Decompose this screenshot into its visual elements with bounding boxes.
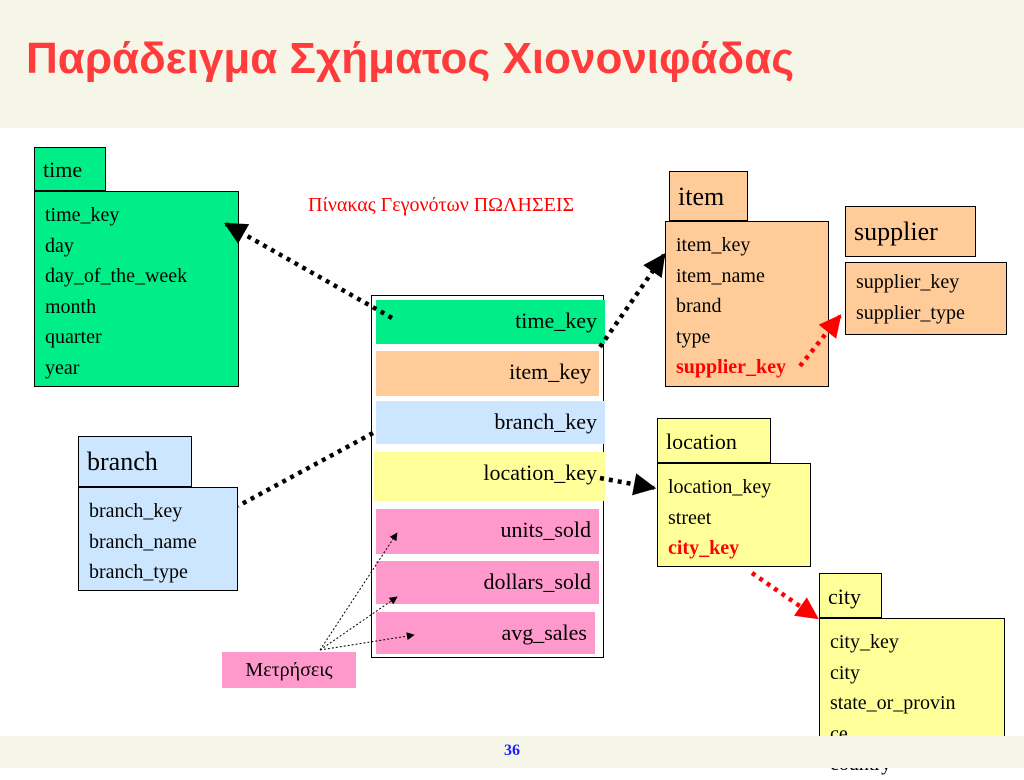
location-attr-city-key: city_key [668, 537, 740, 559]
header-band [0, 0, 1024, 128]
supplier-attributes: supplier_key supplier_type [846, 263, 1006, 328]
city-attr-city: city [830, 661, 860, 684]
branch-attr-branch-key: branch_key [89, 500, 183, 522]
item-table-name: item [669, 171, 748, 221]
page-title: Παράδειγμα Σχήματος Χιονονιφάδας [26, 34, 795, 83]
city-attr-state-or-province: state_or_provin [830, 692, 956, 714]
fact-row-item-key: item_key [376, 351, 599, 396]
fact-table-caption: Πίνακας Γεγονότων ΠΩΛΗΣΕΙΣ [308, 194, 575, 216]
city-attr-city-key: city_key [830, 631, 899, 653]
fact-row-time-key: time_key [376, 300, 605, 344]
fact-row-dollars-sold: dollars_sold [376, 561, 599, 604]
item-attr-item-key: item_key [676, 234, 751, 256]
arrow-measures-to-avg-sales [319, 632, 415, 651]
time-attr-year: year [45, 356, 80, 379]
fact-row-location-key: location_key [374, 452, 605, 501]
supplier-table: supplier_key supplier_type [845, 262, 1007, 335]
branch-attr-branch-name: branch_name [89, 530, 197, 553]
item-attr-brand: brand [676, 295, 722, 317]
time-attr-day: day [45, 234, 74, 257]
supplier-attr-supplier-key: supplier_key [856, 271, 960, 293]
arrow-location-key-to-location [599, 473, 657, 496]
link-branch-key-to-branch [236, 431, 375, 508]
item-table: item_key item_name brand type supplier_k… [665, 221, 829, 387]
location-table-name: location [657, 418, 771, 463]
supplier-attr-supplier-type: supplier_type [856, 301, 965, 324]
city-table-name: city [819, 573, 882, 618]
arrow-measures-to-units-sold [319, 532, 398, 651]
time-table-name: time [34, 147, 106, 191]
arrow-city-key-to-city [750, 571, 819, 620]
arrow-time-key-to-time [224, 222, 394, 320]
page-number: 36 [504, 742, 520, 759]
item-attr-supplier-key: supplier_key [676, 356, 787, 378]
arrow-measures-to-dollars-sold [319, 596, 398, 651]
supplier-table-name: supplier [845, 206, 976, 257]
time-attr-quarter: quarter [45, 326, 102, 348]
location-attr-location-key: location_key [668, 476, 772, 498]
arrow-supplier-key-to-supplier [798, 314, 842, 368]
time-attr-time-key: time_key [45, 204, 120, 226]
location-attributes: location_key street city_key [658, 464, 810, 564]
time-table: time_key day day_of_the_week month quart… [34, 191, 239, 387]
measures-label: Μετρήσεις [222, 652, 356, 688]
time-attributes: time_key day day_of_the_week month quart… [35, 192, 238, 383]
location-attr-street: street [668, 506, 712, 529]
branch-table-name: branch [78, 436, 192, 487]
arrow-item-key-to-item [598, 253, 666, 349]
branch-attributes: branch_key branch_name branch_type [79, 488, 237, 588]
city-table: city_key city state_or_provin ce country [819, 618, 1005, 775]
item-attr-type: type [676, 325, 711, 348]
branch-attr-branch-type: branch_type [89, 561, 188, 583]
item-attr-item-name: item_name [676, 264, 765, 287]
time-attr-day-of-week: day_of_the_week [45, 265, 188, 287]
location-table: location_key street city_key [657, 463, 811, 567]
time-attr-month: month [45, 295, 97, 318]
fact-row-units-sold: units_sold [376, 509, 599, 554]
branch-table: branch_key branch_name branch_type [78, 487, 238, 591]
item-attributes: item_key item_name brand type supplier_k… [666, 222, 828, 383]
fact-row-branch-key: branch_key [376, 401, 605, 444]
footer-band [0, 736, 1024, 768]
